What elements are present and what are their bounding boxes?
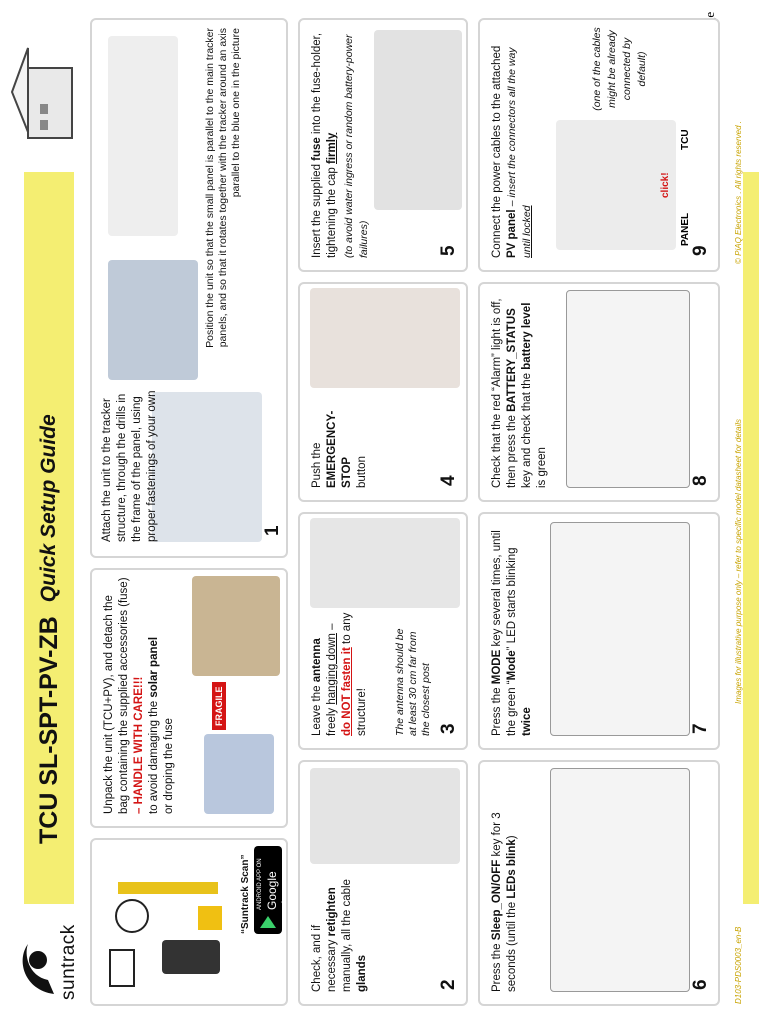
antenna-image [310,518,460,608]
doc-id: D103-PDS0003_en-B [734,926,743,1004]
step-4-number: 4 [438,475,459,486]
step-8-number: 8 [690,475,711,486]
solar-panel-image [204,734,274,814]
step-1-number: 1 [262,525,283,536]
step-7-card: Press the MODE key several times, until … [478,512,720,750]
step-6-card: Press the Sleep_ON/OFF key for 3 seconds… [478,760,720,1006]
tools-card: “Suntrack Scan” ANDROID APP ON Google pl… [90,838,288,1006]
connectors-image [556,120,676,250]
step-5-text: Insert the supplied fuse into the fuse-h… [311,32,338,258]
wrench-icon [109,949,135,987]
title-bar: TCU SL-SPT-PV-ZB Quick Setup Guide [24,172,74,904]
brand-logo: suntrack [14,916,84,1006]
badge-bottom-text: Google play [265,871,288,910]
step-3-card: Leave the antenna freely hanging down – … [298,512,468,750]
step-3-number: 3 [438,723,459,734]
page-subtitle: Quick Setup Guide [37,414,60,603]
unpack-card: Unpack the unit (TCU+PV), and detach the… [90,568,288,828]
step-9-card: Connect the power cables to the attached… [478,18,720,272]
brand-name: suntrack [58,924,79,1000]
page-title: TCU SL-SPT-PV-ZB [34,616,63,844]
step-1-card: Position the unit so that the small pane… [90,18,288,558]
step-1-text: Attach the unit to the tracker structure… [101,390,158,542]
logo-swoosh-icon [22,944,54,994]
fuse-holder-image [374,30,462,210]
footer-disclaimer: Images for illustrative purpose only – r… [734,418,743,704]
compass-icon [115,899,149,933]
google-play-badge[interactable]: ANDROID APP ON Google play [254,846,288,934]
tcu-device-image [10,47,73,139]
level-icon [118,882,218,894]
badge-top-text: ANDROID APP ON [257,858,263,910]
step-6-number: 6 [690,979,711,990]
accessory-bag-image [192,576,280,676]
keypad-image-7 [550,522,690,736]
play-icon [260,916,276,928]
step-6-text: Press the Sleep_ON/OFF key for 3 seconds… [491,812,518,992]
step-3-note: The antenna should be at least 30 cm far… [394,628,432,736]
keypad-image-8 [566,290,690,488]
suntrack-app-icon [198,906,222,930]
step-3-text: Leave the antenna freely hanging down – … [311,612,368,736]
unpack-text: Unpack the unit (TCU+PV), and detach the… [103,577,175,814]
cable-glands-image [310,768,460,864]
step-2-number: 2 [438,979,459,990]
app-name-label: “Suntrack Scan” [240,854,251,934]
tcu-label: TCU [680,129,691,150]
step-9-number: 9 [690,245,711,256]
mounted-unit-image [152,392,262,542]
step-8-text: Check that the red “Alarm” light is off,… [491,298,548,488]
step-1-caption: Position the unit so that the small pane… [204,28,242,348]
step-5-note: (to avoid water ingress or random batter… [343,34,370,258]
keypad-image-6 [550,768,690,992]
panel-label: PANEL [680,212,691,246]
step-9-text: Connect the power cables to the attached… [491,45,533,258]
tracker-panels-image [108,260,198,380]
click-label: click! [660,172,671,198]
step-9-note: (one of the cables might be already conn… [591,27,648,111]
emergency-stop-image [310,288,460,388]
step-5-card: Insert the supplied fuse into the fuse-h… [298,18,468,272]
tools-illustration [109,882,222,987]
step-2-card: Check, and if necessary retighten manual… [298,760,468,1006]
footer-copyright: © PiAQ Electronics . All rights reserved… [734,121,743,264]
phone-icon [162,940,220,974]
step-7-text: Press the MODE key several times, until … [491,530,533,736]
drill-diagram-image [108,36,178,236]
step-5-number: 5 [438,245,459,256]
step-2-text: Check, and if necessary retighten manual… [311,879,368,992]
step-7-number: 7 [690,723,711,734]
step-8-card: Check that the red “Alarm” light is off,… [478,282,720,502]
footer: D103-PDS0003_en-B Images for illustrativ… [732,24,750,1004]
fragile-label: FRAGILE [212,682,226,730]
